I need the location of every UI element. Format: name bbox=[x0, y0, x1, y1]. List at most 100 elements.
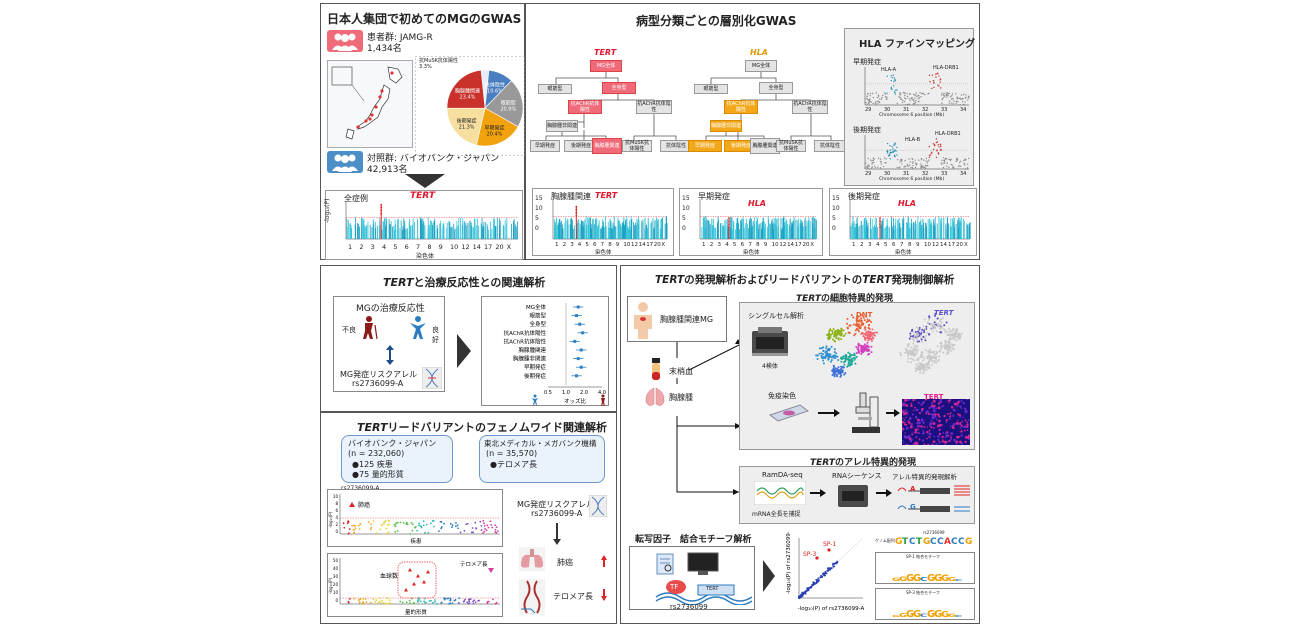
hla-point bbox=[940, 148, 942, 151]
manhattan-peak-bar bbox=[728, 218, 730, 239]
hla-point bbox=[876, 97, 879, 99]
hla-point bbox=[967, 157, 970, 160]
motif-letter: G bbox=[899, 575, 907, 582]
umap-cell bbox=[928, 354, 931, 357]
manhattan-point bbox=[659, 228, 661, 239]
ihc-cell bbox=[964, 419, 967, 422]
hla-xtick: 32 bbox=[922, 171, 929, 177]
hla-point bbox=[946, 162, 948, 164]
manhattan-point bbox=[411, 225, 413, 239]
umap-cell bbox=[929, 348, 932, 351]
umap-cell bbox=[922, 335, 925, 338]
ihc-cell bbox=[928, 435, 931, 439]
phewas-point bbox=[414, 526, 416, 529]
hla-point bbox=[911, 97, 914, 99]
umap-cell bbox=[933, 321, 936, 324]
ihc-cell bbox=[931, 443, 935, 445]
umap-cell bbox=[875, 331, 878, 334]
manhattan-point bbox=[390, 221, 392, 239]
phewas-point bbox=[405, 523, 408, 525]
umap-cell bbox=[923, 318, 926, 321]
umap-cell bbox=[931, 360, 934, 363]
umap-cell bbox=[831, 329, 834, 332]
umap-cell bbox=[911, 338, 914, 341]
manhattan-point bbox=[764, 227, 765, 239]
hla-point bbox=[944, 158, 947, 160]
scatter-point bbox=[819, 576, 822, 579]
phewas-point bbox=[388, 519, 391, 522]
ihc-cell bbox=[959, 427, 962, 429]
umap-cell bbox=[864, 328, 867, 331]
svg-text:C: C bbox=[909, 537, 916, 546]
hla-point bbox=[949, 95, 952, 98]
umap-cell bbox=[825, 352, 828, 355]
ihc-cell bbox=[902, 403, 904, 407]
manhattan-point bbox=[446, 222, 448, 239]
hla-point bbox=[916, 163, 918, 165]
manhattan-point bbox=[567, 225, 569, 239]
manhattan-point bbox=[729, 228, 731, 239]
hla-point bbox=[898, 167, 900, 169]
umap-cell bbox=[839, 330, 842, 333]
phewas-point bbox=[379, 528, 382, 531]
manhattan-point bbox=[860, 221, 862, 239]
manhattan-point bbox=[396, 229, 398, 239]
scatter-point bbox=[815, 580, 818, 583]
manhattan-point bbox=[899, 228, 901, 239]
hla-point bbox=[923, 159, 925, 161]
manhattan-point bbox=[487, 226, 489, 239]
manhattan-point bbox=[949, 226, 951, 239]
hla-point bbox=[893, 85, 895, 87]
manhattan-point bbox=[721, 222, 723, 239]
hla-point bbox=[864, 166, 866, 169]
chrom-tick: 20 bbox=[956, 242, 963, 248]
allele-expression-title: TERTのアレル特異的発現 bbox=[810, 455, 916, 468]
manhattan-point bbox=[887, 226, 888, 239]
hla-point bbox=[941, 98, 944, 101]
ihc-cell bbox=[914, 429, 918, 432]
manhattan-point bbox=[611, 228, 613, 239]
phewas-point bbox=[383, 521, 385, 524]
pie-slice-pct: 20.4% bbox=[487, 132, 503, 138]
manhattan-point bbox=[898, 225, 900, 239]
ihc-cell bbox=[910, 404, 913, 408]
umap-cell bbox=[947, 344, 950, 347]
manhattan-point bbox=[626, 216, 628, 239]
manhattan-point bbox=[850, 225, 852, 239]
umap-cell bbox=[829, 334, 832, 337]
manhattan-point bbox=[852, 216, 854, 239]
hla-point bbox=[868, 165, 871, 167]
ihc-cell bbox=[907, 436, 910, 439]
ihc-cell bbox=[956, 435, 960, 439]
trait-point bbox=[372, 598, 375, 601]
strat-label: 後期発症 bbox=[848, 192, 880, 201]
manhattan-point bbox=[359, 226, 360, 239]
umap-cell bbox=[846, 365, 849, 368]
subtype-pie-chart: 抗MuSK抗体陽性3.3%抗体陰性10.6%眼筋型20.9%早期発症20.4%後… bbox=[415, 56, 525, 156]
ihc-cell bbox=[902, 442, 905, 444]
umap-cell bbox=[836, 328, 839, 331]
phewas-point bbox=[441, 525, 443, 528]
hla-point bbox=[964, 101, 966, 103]
umap-cell bbox=[862, 316, 865, 319]
hla-point bbox=[889, 145, 891, 147]
chrom-tick: 12 bbox=[779, 242, 787, 248]
manhattan-point bbox=[363, 218, 365, 239]
manhattan-point bbox=[806, 220, 808, 239]
ihc-cell bbox=[943, 440, 947, 444]
manhattan-point bbox=[644, 217, 646, 239]
ihc-cell bbox=[945, 434, 948, 438]
ihc-cell bbox=[902, 420, 905, 424]
ihc-cell bbox=[914, 406, 916, 409]
umap-cell bbox=[906, 354, 909, 357]
hla-point bbox=[909, 99, 911, 102]
manhattan-point bbox=[787, 224, 789, 239]
manhattan-point bbox=[869, 217, 871, 239]
manhattan-point bbox=[720, 224, 721, 239]
umap-cell bbox=[846, 327, 849, 330]
manhattan-point bbox=[451, 226, 453, 239]
hla-point bbox=[908, 158, 910, 160]
umap-cell bbox=[958, 332, 961, 335]
umap-cell bbox=[831, 332, 834, 335]
